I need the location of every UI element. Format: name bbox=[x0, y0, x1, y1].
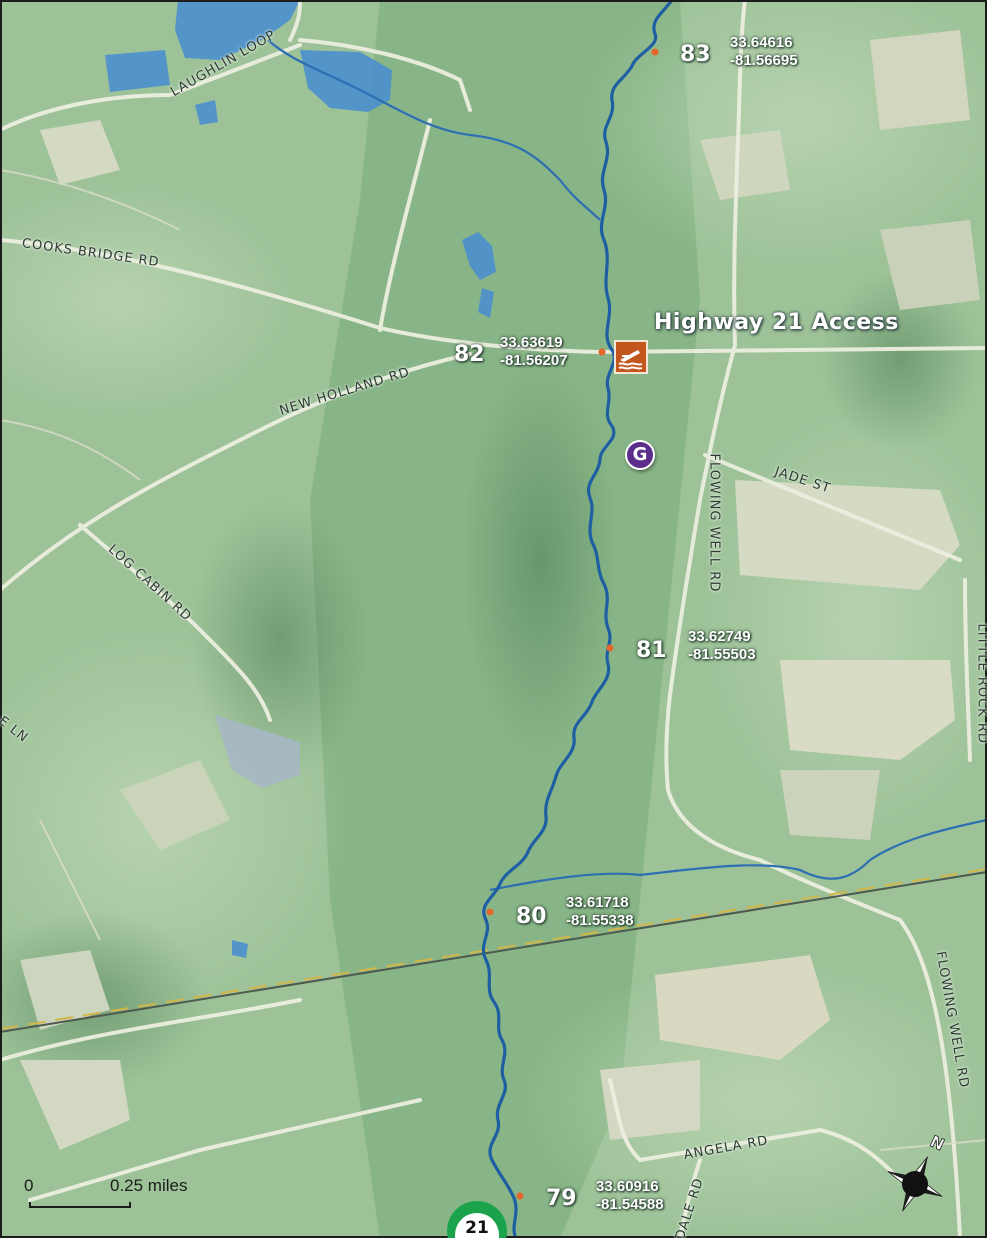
map-marker-g[interactable]: G bbox=[625, 440, 655, 470]
river-mile-label: 83 bbox=[680, 42, 711, 67]
river-mile-coordinates: 33.61718 -81.55338 bbox=[566, 894, 634, 930]
road-label-little-rock: LITTLE ROCK RD bbox=[974, 623, 987, 744]
longitude: -81.54588 bbox=[596, 1196, 664, 1213]
scale-zero-label: 0 bbox=[24, 1176, 34, 1195]
compass-north-label: N bbox=[927, 1132, 947, 1154]
river-mile-coordinates: 33.63619 -81.56207 bbox=[500, 334, 568, 370]
river-mile-coordinates: 33.60916 -81.54588 bbox=[596, 1178, 664, 1214]
compass-rose-icon: N bbox=[882, 1131, 952, 1218]
compass-graphic: N bbox=[887, 1131, 948, 1212]
boat-ramp-icon[interactable] bbox=[614, 340, 648, 374]
scale-bar: 0 0.25 miles bbox=[24, 1174, 224, 1218]
river-mile-label: 79 bbox=[546, 1186, 577, 1211]
boat-ramp-glyph bbox=[618, 350, 643, 370]
river-mile-coordinates: 33.62749 -81.55503 bbox=[688, 628, 756, 664]
river-mile-label: 81 bbox=[636, 638, 667, 663]
latitude: 33.63619 bbox=[500, 334, 563, 351]
longitude: -81.55503 bbox=[688, 646, 756, 663]
latitude: 33.62749 bbox=[688, 628, 751, 645]
route-shield-number: 21 bbox=[455, 1213, 499, 1238]
latitude: 33.64616 bbox=[730, 34, 793, 51]
scale-distance-label: 0.25 miles bbox=[110, 1176, 188, 1195]
river-mile-coordinates: 33.64616 -81.56695 bbox=[730, 34, 798, 70]
river-mile-label: 82 bbox=[454, 342, 485, 367]
scale-bar-line bbox=[29, 1202, 131, 1208]
latitude: 33.61718 bbox=[566, 894, 629, 911]
longitude: -81.55338 bbox=[566, 912, 634, 929]
longitude: -81.56207 bbox=[500, 352, 568, 369]
road-label-flowing-well-upper: FLOWING WELL RD bbox=[706, 453, 722, 593]
latitude: 33.60916 bbox=[596, 1178, 659, 1195]
longitude: -81.56695 bbox=[730, 52, 798, 69]
river-mile-label: 80 bbox=[516, 904, 547, 929]
access-point-label: Highway 21 Access bbox=[654, 310, 899, 335]
